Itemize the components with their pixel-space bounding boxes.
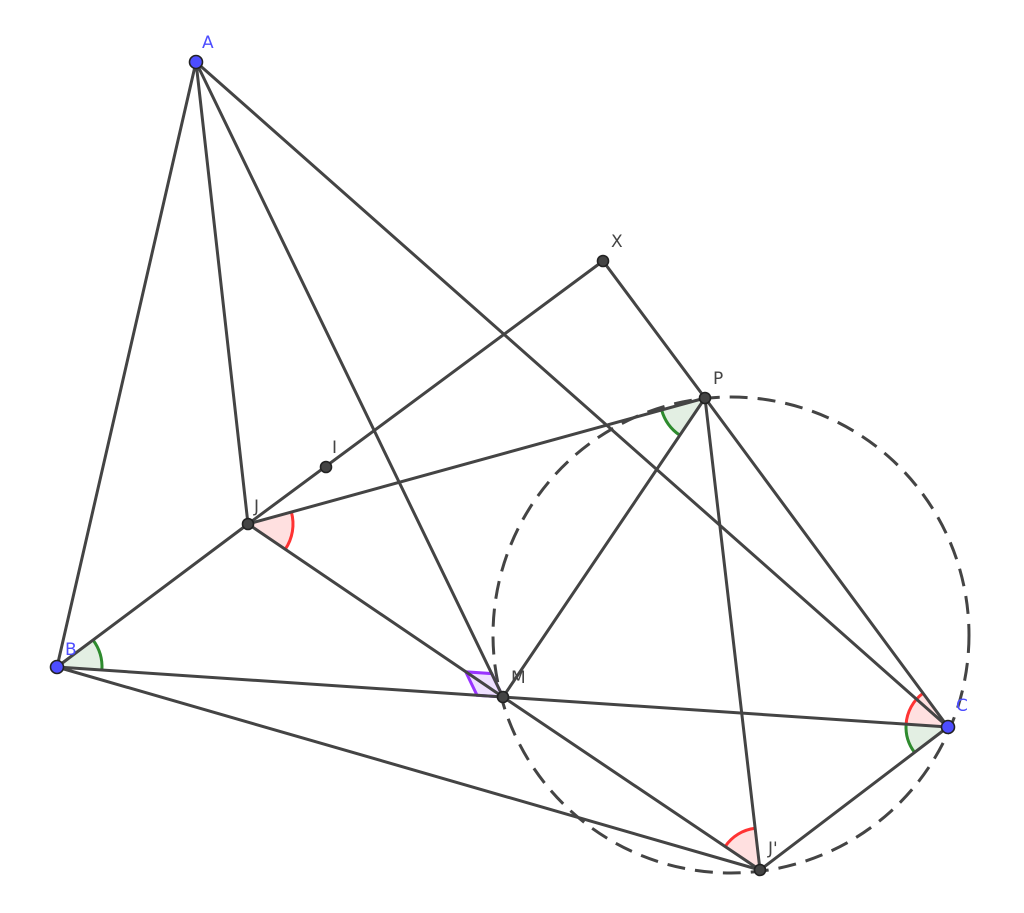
point-a[interactable] (188, 54, 204, 70)
segment-m-j-prime[interactable] (501, 695, 762, 872)
angle-c-green[interactable] (906, 724, 948, 753)
segment-b-j-prime[interactable] (55, 665, 762, 872)
point-c[interactable] (940, 719, 956, 735)
label-c: C (956, 696, 968, 716)
label-j: J (253, 497, 259, 517)
segment-j-x[interactable] (246, 259, 605, 526)
label-m: M (511, 668, 526, 688)
segment-m-c[interactable] (501, 695, 950, 729)
segment-x-p[interactable] (601, 259, 707, 400)
segment-b-m[interactable] (55, 665, 505, 699)
segment-p-m[interactable] (501, 396, 707, 699)
segment-j-p[interactable] (246, 396, 707, 526)
label-x: X (611, 232, 623, 252)
label-j-prime: J' (767, 839, 778, 859)
segment-a-m[interactable] (194, 60, 505, 699)
angle-arc-b (91, 639, 104, 671)
points (49, 54, 956, 877)
label-a: A (202, 33, 214, 53)
point-p[interactable] (698, 391, 712, 405)
angle-arc-c (904, 724, 916, 754)
point-x[interactable] (596, 254, 610, 268)
point-labels: A B C M J I X P J' (65, 33, 968, 859)
segment-p-c[interactable] (703, 396, 950, 729)
segment-j-m[interactable] (246, 522, 505, 699)
segment-a-j[interactable] (194, 60, 250, 526)
segment-b-j[interactable] (55, 522, 250, 669)
label-i: I (332, 438, 337, 458)
angle-arc-j (283, 511, 295, 551)
angle-arc-c (904, 692, 924, 725)
dashed-circle[interactable] (491, 395, 971, 875)
label-b: B (65, 640, 77, 660)
angle-arc-j-prime (723, 826, 756, 848)
angle-arc-p (660, 409, 681, 437)
angle-b-green[interactable] (57, 640, 103, 671)
segments (55, 60, 950, 872)
point-j[interactable] (241, 517, 255, 531)
segment-a-b[interactable] (55, 60, 198, 669)
point-j-prime[interactable] (753, 863, 767, 877)
segment-a-c[interactable] (194, 60, 950, 729)
point-b[interactable] (49, 659, 65, 675)
label-p: P (713, 369, 723, 389)
point-i[interactable] (319, 460, 333, 474)
segment-p-j-prime[interactable] (703, 396, 762, 872)
angle-markers (57, 398, 948, 870)
circumcircle-mpcj (491, 395, 971, 875)
segment-c-j-prime[interactable] (758, 725, 950, 872)
point-m[interactable] (496, 690, 510, 704)
